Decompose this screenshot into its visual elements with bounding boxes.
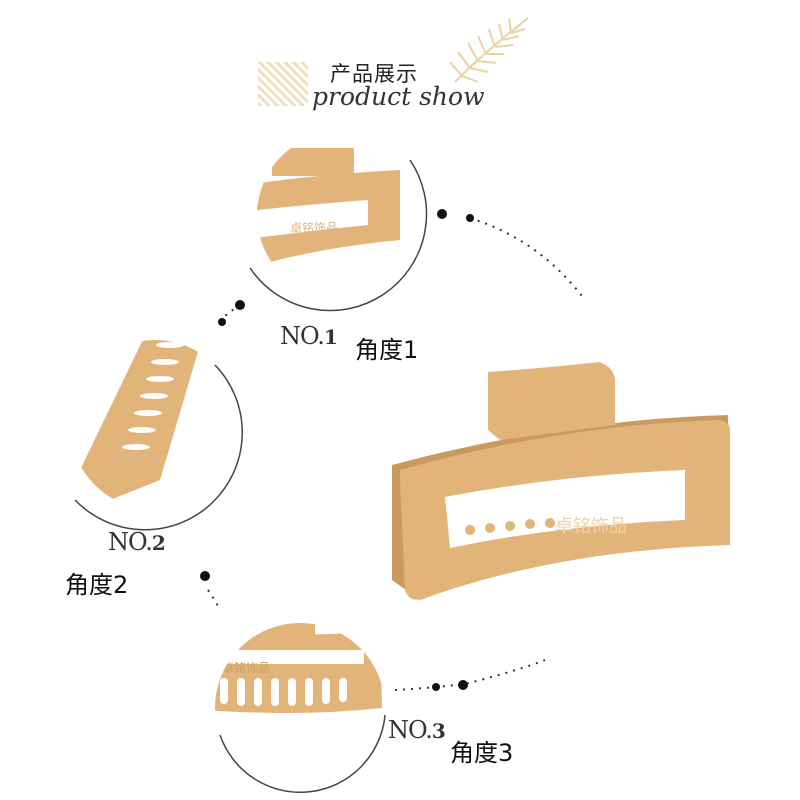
view-1-angle-label: 角度1 [355, 336, 419, 364]
diagonal-stripes-icon [258, 62, 308, 106]
svg-text:卓铭饰品: 卓铭饰品 [222, 660, 270, 675]
view-1-circle: 卓铭饰品 [249, 140, 428, 312]
svg-text:卓铭饰品: 卓铭饰品 [290, 220, 338, 235]
view-2-angle-label: 角度2 [65, 571, 129, 599]
view-2-circle: 卓铭饰品 [74, 340, 243, 531]
view-3-circle: 卓铭饰品 [215, 623, 386, 794]
svg-text:卓铭饰品: 卓铭饰品 [112, 450, 160, 465]
view-3-number: NO.3 [388, 716, 446, 744]
section-title: 产品展示 [330, 62, 418, 86]
watermark-text: 卓铭饰品 [555, 516, 627, 537]
connector-arcs [207, 217, 586, 691]
leaf-icon [449, 17, 529, 83]
view-1-number: NO.1 [280, 322, 338, 350]
view-2-number: NO.2 [108, 528, 166, 556]
main-product-clip: 卓铭饰品 [392, 362, 730, 600]
connector-dots [200, 209, 474, 691]
section-subtitle: product show [312, 82, 485, 111]
view-3-angle-label: 角度3 [450, 739, 514, 767]
